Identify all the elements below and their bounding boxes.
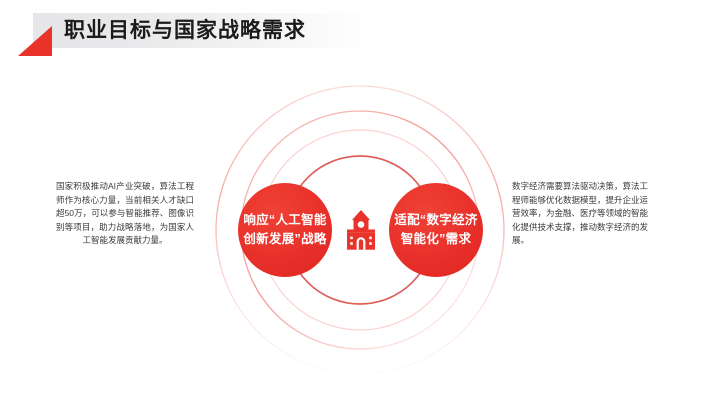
bubble-national-strategy[interactable]: 响应“人工智能创新发展”战略 bbox=[238, 183, 332, 277]
header-band bbox=[33, 13, 378, 48]
bubble-digital-economy[interactable]: 适配“数字经济智能化”需求 bbox=[389, 183, 483, 277]
bubble-label: 响应“人工智能创新发展”战略 bbox=[243, 213, 327, 246]
page-title: 职业目标与国家战略需求 bbox=[64, 19, 306, 42]
government-building-icon bbox=[347, 210, 375, 250]
note-right: 数字经济需要算法驱动决策，算法工程师能够优化数据模型，提升企业运营效率，为金融、… bbox=[512, 181, 649, 245]
bubble-label: 适配“数字经济智能化”需求 bbox=[394, 213, 478, 246]
note-left: 国家积极推动AI产业突破，算法工程师作为核心力量，当前相关人才缺口超50万，可以… bbox=[56, 181, 194, 245]
